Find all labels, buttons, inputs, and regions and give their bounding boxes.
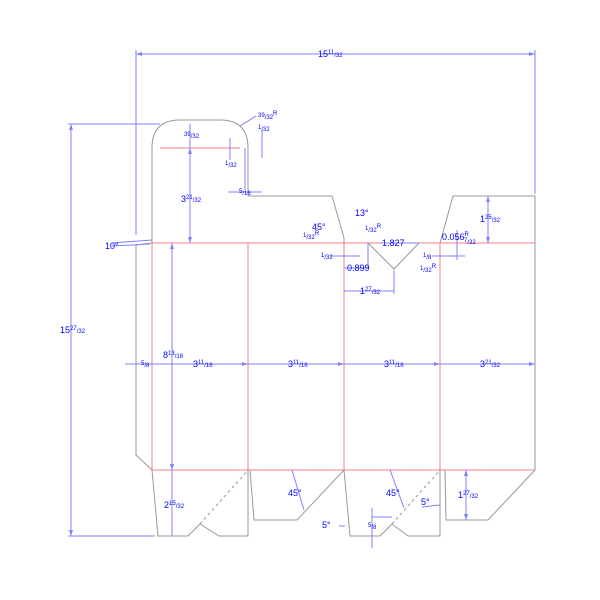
bottom-taper-2-label: 5° (421, 497, 430, 507)
right-flap-offset-h-label: 1/8 (423, 253, 432, 261)
bottom-flap-4-outline (444, 469, 536, 521)
notch-radius-label: 1/32R (420, 264, 437, 274)
right-flap-height-label: 125/32 (480, 214, 501, 224)
bottom-flap-2-outline (249, 469, 345, 521)
panel-height-label: 813/16 (163, 350, 184, 360)
notch-offset-label: 0.899 (347, 263, 370, 273)
perforation-lines (199, 469, 441, 525)
glue-flap-outline (135, 242, 153, 471)
top-tuck-flap-outline (151, 119, 249, 243)
tuck-shoulder-label: 5/16 (239, 189, 251, 197)
right-flap-offset-v-label: 7/32 (464, 238, 476, 246)
notch-width-label: 1.827 (382, 238, 405, 248)
tuck-radius-top-label: 39/32 (184, 132, 200, 140)
bottom-flap-right-height-label: 127/32 (458, 490, 479, 500)
bottom-notch-depth-label: 5/8 (368, 523, 377, 531)
bottom-flap-left-height-label: 215/32 (164, 500, 185, 510)
dimension-arrows (69, 52, 535, 536)
cut-lines (135, 119, 536, 537)
panel-3-width-label: 311/16 (384, 359, 404, 369)
top-tuck-height-label: 321/32 (181, 194, 202, 204)
dust-flap-offset-label: 1/32 (321, 253, 333, 261)
fold-lines (151, 147, 535, 471)
bottom-bevel-2-label: 45° (386, 488, 400, 498)
bottom-bevel-1-label: 45° (288, 488, 302, 498)
panel-2-width-label: 311/16 (288, 359, 308, 369)
overall-height-label: 1527/32 (60, 325, 86, 335)
notch-depth-label: 127/32 (360, 286, 381, 296)
right-flap-radius-label: 0.056R (442, 232, 470, 242)
dust-flap-radius-b-label: 1/32R (365, 224, 382, 234)
dust-flap-right-outline (439, 195, 536, 470)
dimension-labels: 1511/32 1527/32 5/8 813/16 311/16 311/16… (60, 49, 501, 531)
bottom-taper-1-label: 5° (322, 520, 331, 530)
glue-flap-width-label: 5/8 (141, 361, 150, 369)
panel-1-width-label: 311/16 (193, 359, 213, 369)
dust-flap-radius-a-label: 1/32R (303, 231, 320, 241)
panel-4-width-label: 321/32 (480, 359, 501, 369)
overall-width-label: 1511/32 (318, 49, 343, 59)
tuck-offset-right-label: 1/32 (258, 125, 270, 133)
dust-flap-bevel-label: 45° (312, 222, 326, 232)
dust-flap-taper-label: 13° (355, 208, 369, 218)
tuck-gap-label: 1/32 (225, 161, 237, 169)
dimension-lines (68, 50, 536, 548)
tuck-corner-radius-label: 39/32R (258, 111, 278, 121)
dust-flap-left-outline (248, 195, 345, 243)
glue-flap-angle-label: 10° (105, 241, 119, 251)
